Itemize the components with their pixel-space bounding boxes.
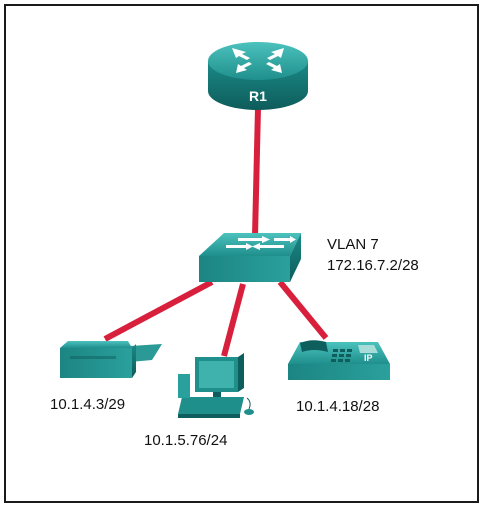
router-icon[interactable]: R1 (208, 42, 308, 110)
ip-phone-icon[interactable]: IP (288, 340, 390, 380)
printer-icon[interactable] (60, 341, 162, 378)
switch-ip-label: 172.16.7.2/28 (327, 257, 419, 274)
ip-phone-badge: IP (364, 353, 373, 363)
link-switch-printer (103, 279, 214, 342)
pc-icon[interactable] (178, 353, 254, 418)
switch-icon[interactable] (199, 233, 301, 282)
ip-phone-ip-label: 10.1.4.18/28 (296, 398, 380, 415)
link-switch-phone (277, 280, 329, 340)
router-label: R1 (249, 88, 267, 104)
printer-ip-label: 10.1.4.3/29 (50, 396, 126, 413)
pc-ip-label: 10.1.5.76/24 (144, 432, 228, 449)
link-switch-pc (221, 283, 246, 357)
link-router-switch (252, 107, 261, 237)
switch-vlan-label: VLAN 7 (327, 236, 379, 253)
links (103, 107, 329, 357)
